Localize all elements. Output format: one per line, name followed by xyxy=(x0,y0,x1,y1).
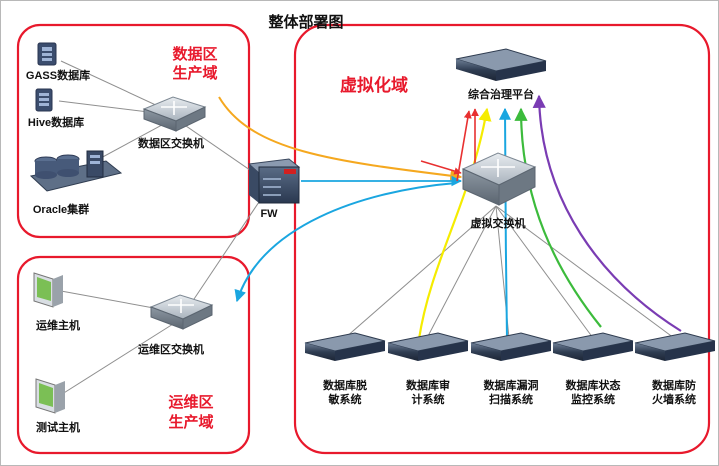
data-zone-label-1: 数据区 xyxy=(172,45,217,63)
flow-data-to-virtual-orange xyxy=(218,96,463,182)
test-host-icon xyxy=(35,378,65,414)
test-host-label: 测试主机 xyxy=(36,420,80,434)
ops-switch-icon xyxy=(149,294,214,330)
flow-virtual-to-ops-blue xyxy=(234,182,457,303)
virtual-zone-label: 虚拟化域 xyxy=(340,75,408,95)
platform-label: 综合治理平台 xyxy=(468,87,534,101)
flow-ops-red-arrow xyxy=(456,110,472,182)
system-2-label-1: 数据库审 xyxy=(406,378,450,392)
system-server-1 xyxy=(304,332,386,361)
ops-host-label: 运维主机 xyxy=(36,318,80,332)
virtual-switch-icon xyxy=(461,152,537,206)
data-zone-box xyxy=(16,23,251,239)
system-1-label-1: 数据库脱 xyxy=(323,378,367,392)
diagram-title: 整体部署图 xyxy=(268,13,343,31)
ops-host-icon xyxy=(33,272,63,308)
data-zone-label-2: 生产域 xyxy=(172,64,217,82)
virtual-zone-box xyxy=(293,23,711,455)
ops-zone-box xyxy=(16,255,251,455)
ops-switch-label: 运维区交换机 xyxy=(138,342,204,356)
system-5-label-2: 火墙系统 xyxy=(652,392,696,406)
system-5-label-1: 数据库防 xyxy=(652,378,696,392)
flow-yellow xyxy=(417,107,492,340)
oracle-cluster-label: Oracle集群 xyxy=(33,202,89,216)
data-switch-icon xyxy=(142,96,207,132)
oracle-cluster-icon xyxy=(29,150,123,192)
flow-purple xyxy=(532,94,682,332)
ops-zone-label-1: 运维区 xyxy=(168,393,213,411)
system-3-label-1: 数据库漏洞 xyxy=(484,378,539,392)
system-server-3 xyxy=(470,332,552,361)
system-4-label-1: 数据库状态 xyxy=(566,378,621,392)
system-server-2 xyxy=(387,332,469,361)
data-switch-label: 数据区交换机 xyxy=(138,136,204,150)
firewall-label: FW xyxy=(260,208,278,220)
system-3-label-2: 扫描系统 xyxy=(489,392,533,406)
flow-blue-scan xyxy=(499,107,512,340)
system-1-label-2: 敏系统 xyxy=(328,392,362,406)
gass-db-icon xyxy=(37,42,57,66)
virtual-switch-label: 虚拟交换机 xyxy=(471,216,526,230)
system-4-label-2: 监控系统 xyxy=(571,392,615,406)
platform-server-icon xyxy=(455,48,547,81)
flow-fw-red-arrow xyxy=(420,160,462,175)
hive-db-icon xyxy=(35,88,53,112)
ops-zone-label-2: 生产域 xyxy=(168,413,213,431)
system-2-label-2: 计系统 xyxy=(412,392,445,406)
system-server-4 xyxy=(552,332,634,361)
system-server-5 xyxy=(634,332,716,361)
gass-db-label: GASS数据库 xyxy=(26,68,90,82)
hive-db-label: Hive数据库 xyxy=(28,115,84,129)
firewall-icon xyxy=(247,158,301,204)
flow-green xyxy=(514,107,602,328)
